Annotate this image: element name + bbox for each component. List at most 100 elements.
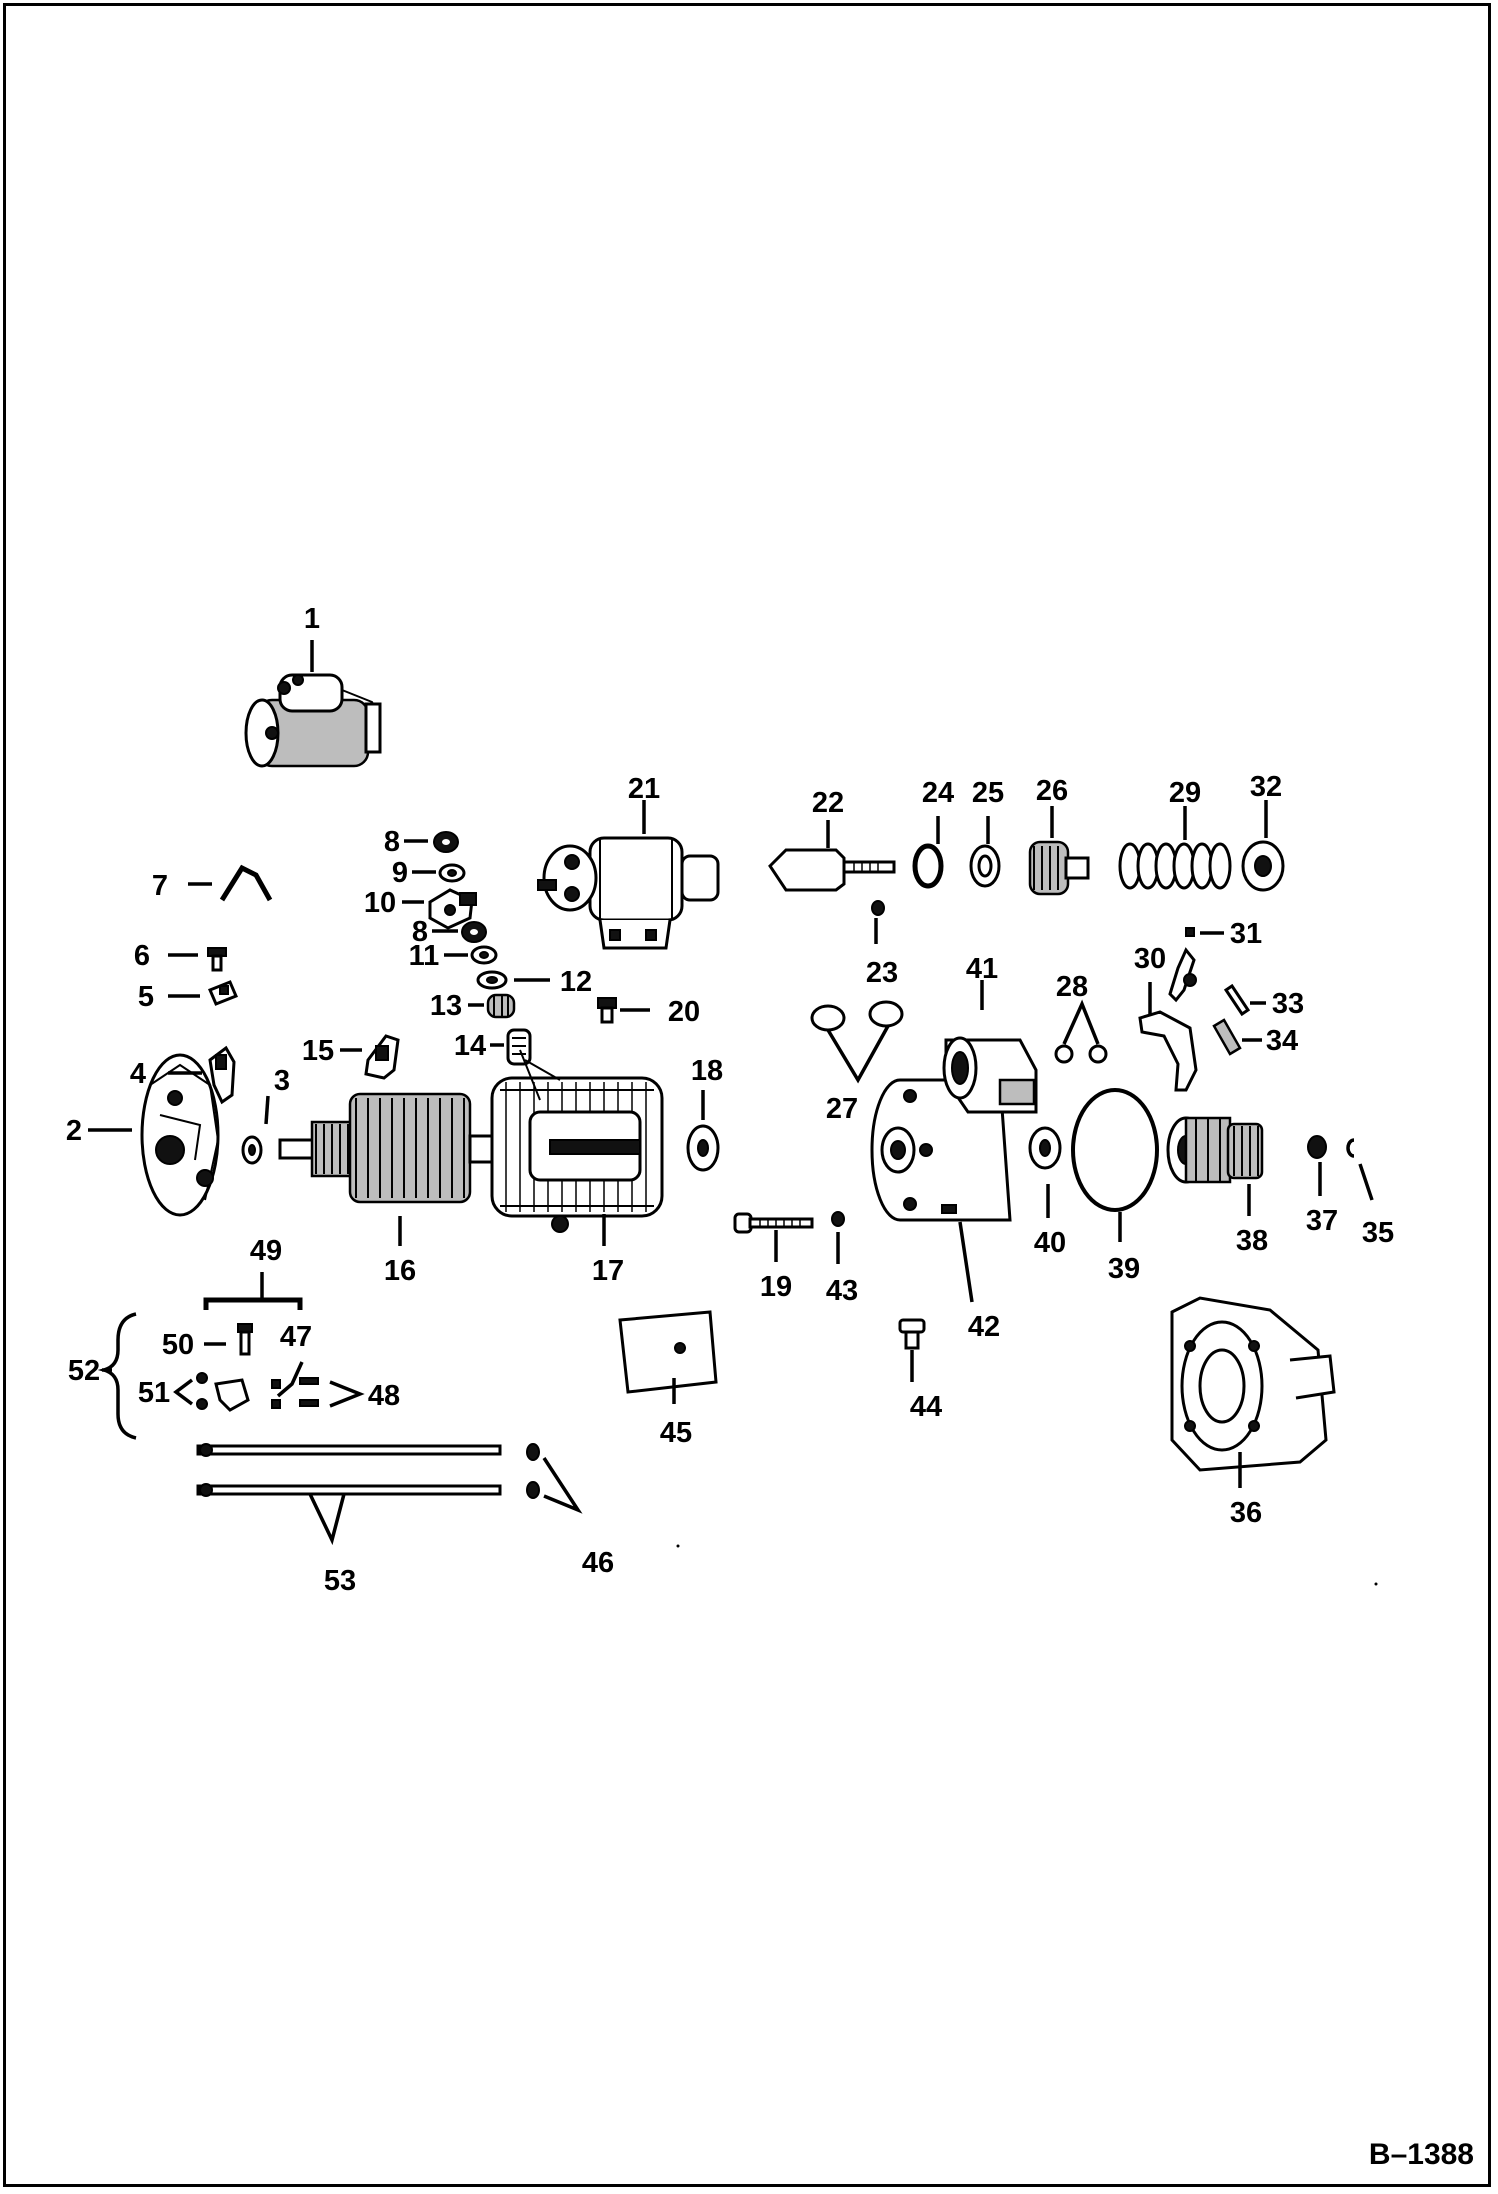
- part-30-shift-lever: [1138, 947, 1198, 1092]
- part-33-shaft: [1223, 983, 1251, 1017]
- part-45-cover: [618, 1310, 718, 1394]
- callout-20: 20: [668, 996, 700, 1028]
- part-36-nose-housing: [1170, 1296, 1336, 1472]
- part-14-field-lead: [506, 1028, 532, 1066]
- callout-35: 35: [1362, 1217, 1394, 1249]
- callout-31: 31: [1230, 918, 1262, 950]
- part-39-o-ring: [1071, 1088, 1159, 1212]
- callout-50: 50: [162, 1329, 194, 1361]
- part-7-brush-spring: [219, 864, 273, 902]
- part-11-washer: [470, 945, 498, 965]
- part-8-nut-upper: [433, 831, 459, 853]
- callout-42: 42: [968, 1311, 1000, 1343]
- part-25-washer: [969, 844, 1001, 888]
- part-48-screws: [299, 1377, 319, 1407]
- part-4-brush-holder: [208, 1045, 236, 1105]
- part-16-armature: [278, 1092, 498, 1204]
- part-20-screw: [597, 997, 617, 1024]
- callout-7: 7: [152, 870, 168, 902]
- callout-8a: 8: [384, 826, 400, 858]
- callout-12: 12: [560, 966, 592, 998]
- part-9-lock-washer: [438, 863, 466, 883]
- callout-29: 29: [1169, 777, 1201, 809]
- callout-15: 15: [302, 1035, 334, 1067]
- part-13-grommet: [486, 993, 516, 1019]
- part-18-thrust-washer: [686, 1124, 720, 1172]
- callout-40: 40: [1034, 1227, 1066, 1259]
- callout-49: 49: [250, 1235, 282, 1267]
- part-3-washer: [241, 1135, 263, 1165]
- part-42-pin: [941, 1204, 957, 1214]
- callout-53: 53: [324, 1565, 356, 1597]
- part-49-spring-bar: [203, 1297, 303, 1310]
- part-1-starter-assembly: [244, 673, 382, 768]
- part-brush-block: [214, 1378, 250, 1412]
- callout-9: 9: [392, 857, 408, 889]
- part-23-nut: [871, 900, 885, 916]
- part-26-spring-cup: [1028, 840, 1090, 896]
- callout-18: 18: [691, 1055, 723, 1087]
- part-41-drive-housing: [870, 1036, 1038, 1222]
- callout-19: 19: [760, 1271, 792, 1303]
- callout-25: 25: [972, 777, 1004, 809]
- part-17-field-frame: [490, 1049, 664, 1233]
- callout-27: 27: [826, 1093, 858, 1125]
- callout-10: 10: [364, 887, 396, 919]
- callout-52: 52: [68, 1355, 100, 1387]
- callout-48: 48: [368, 1380, 400, 1412]
- part-27-washers: [810, 1000, 904, 1032]
- callout-4: 4: [130, 1058, 146, 1090]
- part-21-solenoid: [537, 836, 720, 950]
- part-8-nut-lower: [461, 921, 487, 943]
- part-46-washers: [526, 1443, 540, 1499]
- leader-lines: [88, 640, 1374, 1546]
- callout-34: 34: [1266, 1025, 1298, 1057]
- part-47-pins: [271, 1379, 281, 1409]
- callout-33: 33: [1272, 988, 1304, 1020]
- callout-24: 24: [922, 777, 954, 809]
- callout-11: 11: [409, 940, 440, 972]
- drawing-frame: [3, 3, 1491, 2187]
- callout-1: 1: [304, 603, 320, 635]
- callout-16: 16: [384, 1255, 416, 1287]
- callout-41: 41: [966, 953, 998, 985]
- callout-44: 44: [910, 1391, 942, 1423]
- callout-14: 14: [454, 1030, 486, 1062]
- part-29-spring: [1118, 842, 1232, 890]
- part-43-nut: [831, 1211, 845, 1227]
- part-6-screw: [207, 947, 227, 972]
- callout-3: 3: [274, 1065, 290, 1097]
- part-5-brush: [208, 980, 238, 1006]
- callout-36: 36: [1230, 1497, 1262, 1529]
- callout-21: 21: [628, 773, 660, 805]
- callout-2: 2: [66, 1115, 82, 1147]
- callout-51: 51: [138, 1377, 170, 1409]
- callout-5: 5: [138, 981, 154, 1013]
- callout-28: 28: [1056, 971, 1088, 1003]
- callout-45: 45: [660, 1417, 692, 1449]
- part-50-screw: [237, 1323, 253, 1356]
- part-15-bracket: [364, 1034, 400, 1080]
- part-38-drive-pinion: [1166, 1116, 1264, 1184]
- callout-32: 32: [1250, 771, 1282, 803]
- part-37-collar: [1307, 1135, 1327, 1159]
- part-19-bolt: [733, 1212, 814, 1234]
- callout-39: 39: [1108, 1253, 1140, 1285]
- callout-38: 38: [1236, 1225, 1268, 1257]
- callout-46: 46: [582, 1547, 614, 1579]
- callout-47: 47: [280, 1321, 312, 1353]
- part-53-through-bolts: [196, 1443, 502, 1497]
- part-28-nuts: [1054, 1044, 1108, 1064]
- callout-labels: 1 2 3 4 5 6 7 8 9 10 8 11 12 13 14 15 16…: [66, 603, 1394, 1597]
- callout-23: 23: [866, 957, 898, 989]
- callout-13: 13: [430, 990, 462, 1022]
- part-24-ring: [912, 843, 944, 889]
- callout-8b: 8: [412, 916, 428, 948]
- callout-26: 26: [1036, 775, 1068, 807]
- part-2-end-frame: [140, 1053, 220, 1217]
- callout-6: 6: [134, 940, 150, 972]
- part-10-terminal-plate: [428, 888, 477, 930]
- part-35-retaining-ring: [1346, 1138, 1355, 1158]
- part-44-screw: [898, 1318, 926, 1350]
